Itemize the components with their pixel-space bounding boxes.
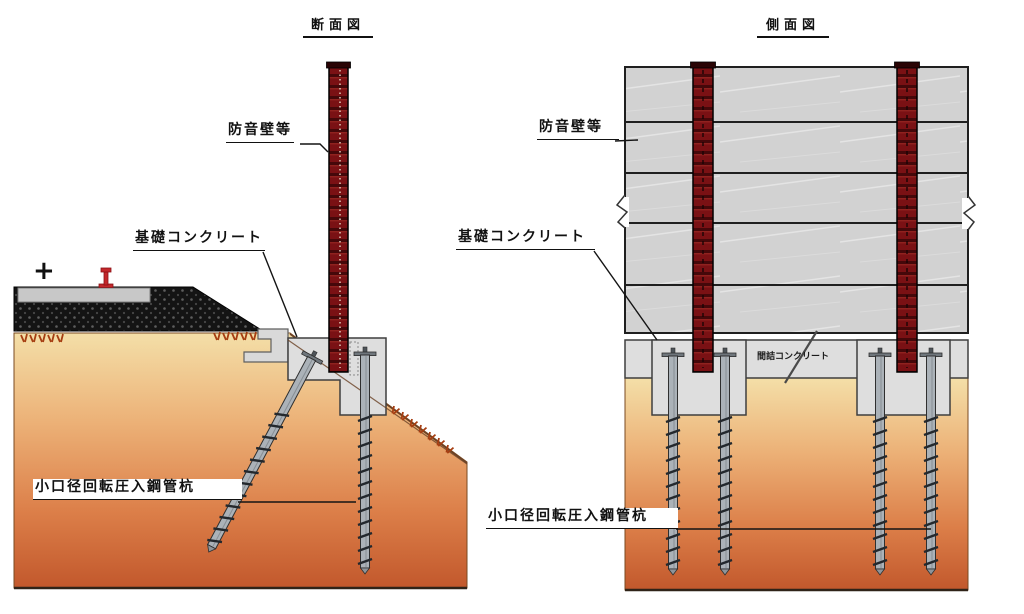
leader-lines-left xyxy=(238,143,356,503)
label-steel-pipe-pile-left: 小口径回転圧入鋼管杭 xyxy=(33,479,242,500)
side-view-title: 側面図 xyxy=(757,14,829,38)
label-foundation-concrete-right: 基礎コンクリート xyxy=(456,229,595,250)
label-noise-barrier-left: 防音壁等 xyxy=(226,122,294,143)
side-view xyxy=(593,61,977,592)
label-infill-concrete: 間詰コンクリート xyxy=(757,352,830,362)
label-steel-pipe-pile-right: 小口径回転圧入鋼管杭 xyxy=(486,508,678,529)
break-symbol-right xyxy=(962,195,977,231)
leader-lines-right xyxy=(593,139,931,530)
plus-mark: + xyxy=(33,256,55,286)
anchor-dashed-outline xyxy=(349,341,359,376)
cross-section-title: 断面図 xyxy=(303,14,373,38)
noise-barrier-post-1 xyxy=(690,61,716,373)
rail-icon xyxy=(98,267,114,288)
break-symbol-left xyxy=(615,194,629,229)
break-slash xyxy=(784,330,818,384)
label-noise-barrier-right: 防音壁等 xyxy=(537,119,619,140)
noise-barrier-post-2 xyxy=(894,61,920,373)
label-foundation-concrete-left: 基礎コンクリート xyxy=(133,230,265,251)
noise-barrier-post-left xyxy=(326,61,351,373)
track-slab xyxy=(17,287,151,303)
soil-left xyxy=(13,332,468,589)
cross-section-view xyxy=(13,61,468,590)
